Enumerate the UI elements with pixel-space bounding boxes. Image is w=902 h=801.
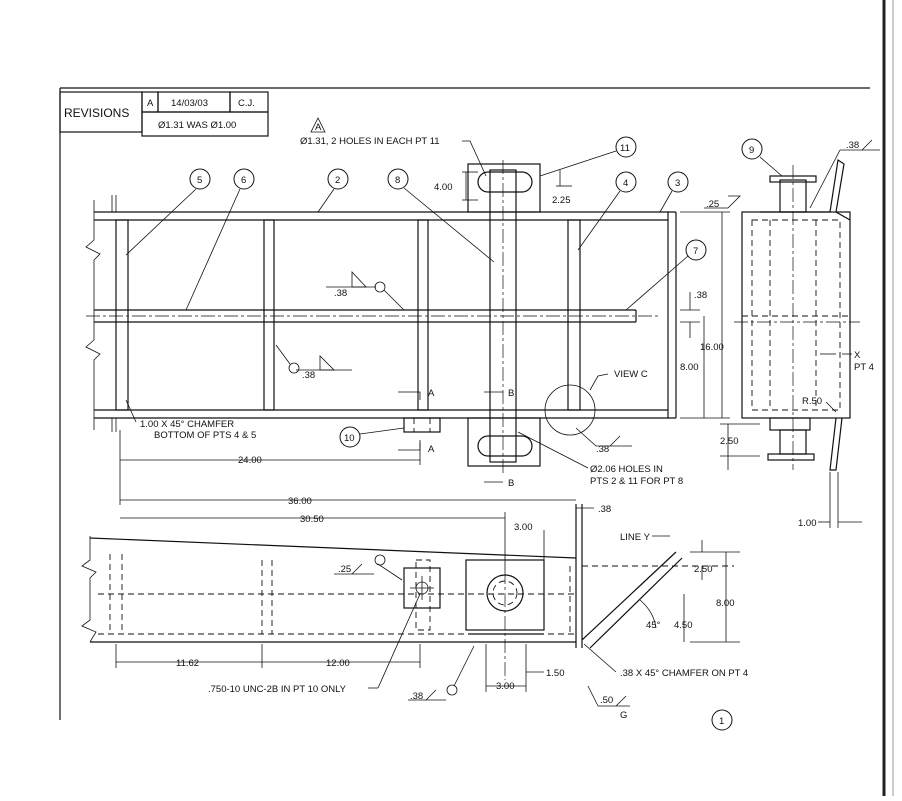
balloon-7: 7 bbox=[693, 246, 698, 257]
revisions-block: REVISIONS A 14/03/03 C.J. Ø1.31 WAS Ø1.0… bbox=[59, 91, 269, 137]
x-label: X bbox=[854, 350, 861, 361]
section-a-top: A bbox=[428, 388, 435, 399]
sheet-number-bubble bbox=[711, 709, 733, 731]
dim-4-00: 4.00 bbox=[434, 182, 453, 193]
balloon-6: 6 bbox=[241, 175, 246, 186]
g-label: G bbox=[620, 710, 627, 721]
dim-038-tube: .38 bbox=[694, 290, 707, 301]
dim-36-00: 36.00 bbox=[288, 496, 312, 507]
section-a-bottom: A bbox=[428, 444, 435, 455]
dim-2-25: 2.25 bbox=[552, 195, 571, 206]
revisions-title: REVISIONS bbox=[64, 106, 129, 120]
bottom-view: .25 .38 .50 G bbox=[81, 504, 734, 721]
sheet-number: 1 bbox=[719, 716, 724, 727]
dim-30-50: 30.50 bbox=[300, 514, 324, 525]
dim-038-bottom: .38 bbox=[598, 504, 611, 515]
dim-8-00-bottom: 8.00 bbox=[716, 598, 735, 609]
weld-symbols-top: .38 .38 .38 bbox=[275, 270, 632, 455]
revision-flag: A bbox=[315, 122, 322, 133]
balloon-3: 3 bbox=[675, 178, 680, 189]
revision-description: Ø1.31 WAS Ø1.00 bbox=[158, 120, 236, 131]
balloon-2: 2 bbox=[335, 175, 340, 186]
side-view: .25 .38 X PT 4 R.50 1.00 bbox=[704, 139, 880, 529]
weld-025-bottom: .25 bbox=[338, 564, 351, 575]
balloon-9: 9 bbox=[749, 145, 754, 156]
weld-038-c: .38 bbox=[596, 444, 609, 455]
view-c-circle bbox=[544, 384, 596, 436]
weld-038-a: .38 bbox=[334, 288, 347, 299]
chamfer-note-2: BOTTOM OF PTS 4 & 5 bbox=[154, 430, 256, 441]
bottom-view-dimensions: 36.00 30.50 3.00 .38 LINE Y 2.50 8.00 4.… bbox=[115, 496, 748, 695]
dim-2-50-side: 2.50 bbox=[720, 436, 739, 447]
holes-206-note-2: PTS 2 & 11 FOR PT 8 bbox=[590, 476, 683, 487]
thread-note: .750-10 UNC-2B IN PT 10 ONLY bbox=[208, 684, 347, 695]
weld-050-bottom: .50 bbox=[600, 695, 613, 706]
weld-038-side: .38 bbox=[846, 140, 859, 151]
weld-025-side: .25 bbox=[706, 199, 719, 210]
balloon-11: 11 bbox=[620, 143, 630, 154]
section-b-bottom: B bbox=[508, 478, 514, 489]
holes-note: Ø1.31, 2 HOLES IN EACH PT 11 bbox=[300, 136, 440, 147]
weld-038-bottom: .38 bbox=[410, 691, 423, 702]
dim-3-00-top: 3.00 bbox=[514, 522, 533, 533]
dim-16-00: 16.00 bbox=[700, 342, 724, 353]
balloon-4: 4 bbox=[623, 178, 628, 189]
dim-12-00: 12.00 bbox=[326, 658, 350, 669]
chamfer-pt4-note: .38 X 45° CHAMFER ON PT 4 bbox=[620, 668, 748, 679]
line-y-label: LINE Y bbox=[620, 532, 651, 543]
balloon-5: 5 bbox=[197, 175, 202, 186]
top-view-dimensions: 4.00 2.25 .38 16.00 8.00 2.50 24.00 1.00… bbox=[119, 170, 760, 505]
dim-2-50-bottom: 2.50 bbox=[694, 564, 713, 575]
dim-1-00: 1.00 bbox=[798, 518, 817, 529]
chamfer-note-1: 1.00 X 45° CHAMFER bbox=[140, 419, 234, 430]
dim-1-50: 1.50 bbox=[546, 668, 565, 679]
revision-flag-icon bbox=[310, 117, 326, 133]
view-c-label: VIEW C bbox=[614, 369, 648, 380]
revision-initials: C.J. bbox=[238, 98, 255, 109]
revision-letter: A bbox=[147, 98, 154, 109]
dim-24-00: 24.00 bbox=[238, 455, 262, 466]
x-pt4-label: PT 4 bbox=[854, 362, 874, 373]
holes-206-note-1: Ø2.06 HOLES IN bbox=[590, 464, 663, 475]
dim-3-00-bottom: 3.00 bbox=[496, 681, 515, 692]
dim-8-00-top: 8.00 bbox=[680, 362, 699, 373]
revision-date: 14/03/03 bbox=[171, 98, 208, 109]
section-b-top: B bbox=[508, 388, 514, 399]
dim-4-50: 4.50 bbox=[674, 620, 693, 631]
dim-11-62: 11.62 bbox=[176, 658, 199, 669]
radius-label: R.50 bbox=[802, 396, 822, 407]
balloon-10: 10 bbox=[344, 433, 355, 444]
weld-038-b: .38 bbox=[302, 370, 315, 381]
balloon-8: 8 bbox=[395, 175, 400, 186]
balloons: 5 6 2 8 11 4 3 7 9 10 bbox=[125, 136, 783, 448]
top-view: A A B B VIEW C bbox=[85, 160, 677, 489]
dim-45-deg: 45° bbox=[646, 620, 661, 631]
